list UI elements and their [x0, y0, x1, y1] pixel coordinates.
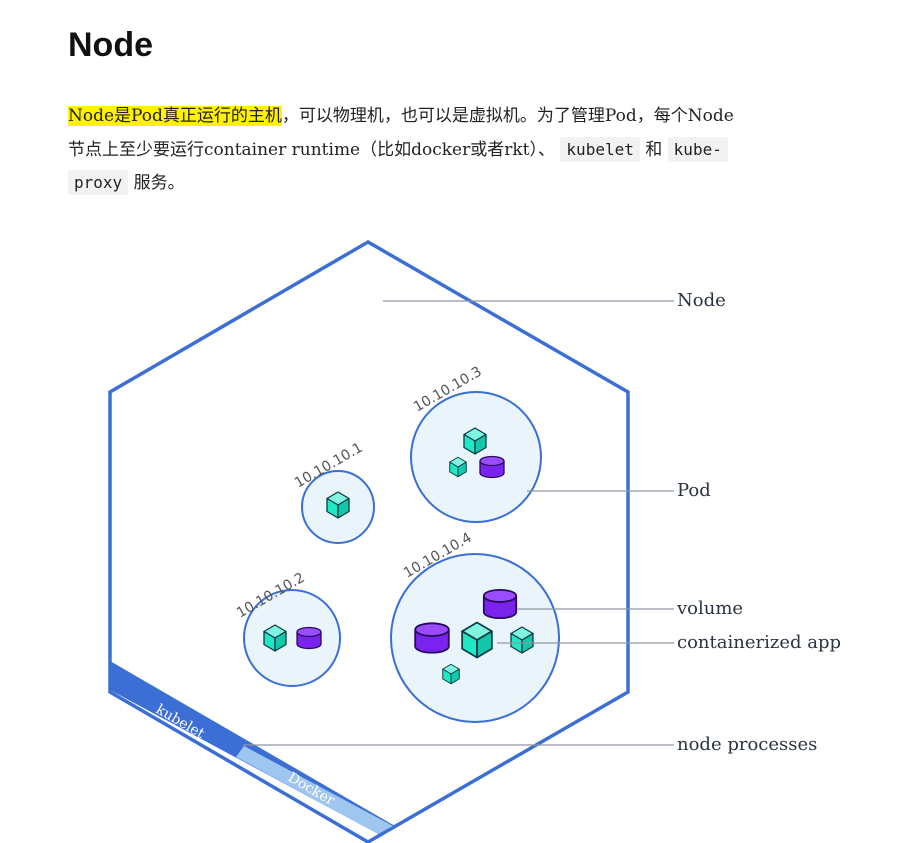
container-icon [263, 624, 287, 652]
container-icon [463, 427, 487, 455]
node-hexagon [108, 239, 630, 843]
label-node: Node [677, 290, 726, 311]
page-title: Node [68, 26, 153, 64]
highlighted-text: Node是Pod真正运行的主机 [68, 106, 282, 126]
description-line-2: 节点上至少要运行container runtime（比如docker或者rkt）… [68, 133, 858, 166]
label-containerized-app: containerized app [677, 632, 841, 653]
pod-circle-3 [410, 391, 542, 523]
label-node-processes: node processes [677, 734, 817, 755]
container-icon [461, 621, 493, 659]
description-text-1: ，可以物理机，也可以是虚拟机。为了管理Pod，每个Node [281, 106, 734, 126]
description-text-and: 和 [639, 140, 668, 160]
node-description: Node是Pod真正运行的主机，可以物理机，也可以是虚拟机。为了管理Pod，每个… [68, 100, 858, 199]
code-kube-proxy-part1: kube- [667, 137, 728, 162]
container-icon [510, 626, 534, 654]
container-icon [442, 663, 460, 685]
description-line-3: proxy 服务。 [68, 166, 858, 199]
code-kubelet: kubelet [560, 137, 640, 162]
container-icon [326, 491, 350, 519]
description-line-1: Node是Pod真正运行的主机，可以物理机，也可以是虚拟机。为了管理Pod，每个… [68, 100, 858, 133]
label-pod: Pod [677, 480, 711, 501]
description-text-3: 服务。 [128, 173, 185, 193]
docker-band [236, 746, 393, 834]
label-volume: volume [676, 598, 743, 619]
container-icon [449, 456, 467, 478]
description-text-2: 节点上至少要运行container runtime（比如docker或者rkt）… [68, 140, 556, 160]
volume-icon [482, 588, 518, 620]
volume-icon [296, 626, 322, 650]
pod-circle-2 [243, 589, 341, 687]
volume-icon [414, 622, 450, 654]
code-kube-proxy-part2: proxy [68, 170, 129, 195]
volume-icon [479, 455, 505, 479]
